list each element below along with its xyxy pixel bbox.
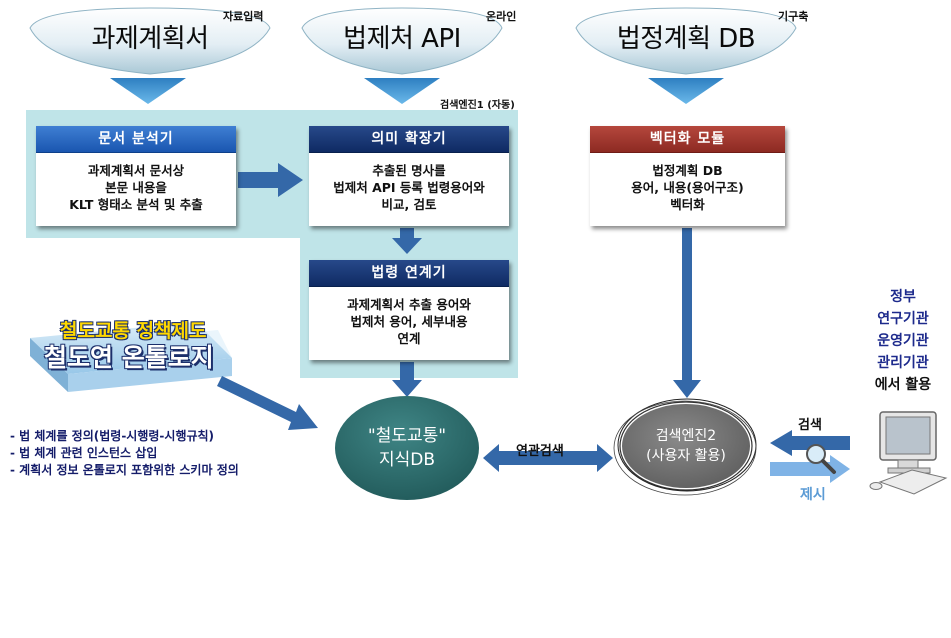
vectorizer-line: 용어, 내용(용어구조) [631,180,744,195]
arrow-vector-to-engine [673,228,701,398]
law-linker-body: 과제계획서 추출 용어와 법제처 용어, 세부내용 연계 [309,287,509,347]
semantic-expander-body: 추출된 명사를 법제처 API 등록 법령용어와 비교, 검토 [309,153,509,213]
semantic-expander-header: 의미 확장기 [309,126,509,153]
vectorizer-box: 벡터화 모듈 법정계획 DB 용어, 내용(용어구조) 벡터화 [590,126,785,226]
engine1-label: 검색엔진1 (자동) [440,100,515,111]
vectorizer-body: 법정계획 DB 용어, 내용(용어구조) 벡터화 [590,153,785,213]
semantic-expander-box: 의미 확장기 추출된 명사를 법제처 API 등록 법령용어와 비교, 검토 [309,126,509,226]
law-linker-line: 과제계획서 추출 용어와 [347,297,471,312]
law-linker-line: 법제처 용어, 세부내용 [350,314,468,329]
cloud-source-1 [29,7,271,104]
knowledge-db-label: "철도교통" 지식DB [340,424,474,472]
law-linker-line: 연계 [397,331,421,346]
vectorizer-line: 벡터화 [670,197,705,212]
related-search-label: 연관검색 [516,444,564,459]
source-title-db: 법정계획 DB [616,24,756,54]
engine2-label: 검색엔진2 (사용자 활용) [626,426,746,466]
knowledge-db-oval [335,396,479,500]
doc-analyzer-body: 과제계획서 문서상 본문 내용을 KLT 형태소 분석 및 추출 [36,153,236,213]
cloud-source-3 [575,7,797,104]
cloud-source-2 [301,7,503,104]
ontology-subtitle: 철도교통 정책제도 [60,320,207,342]
semantic-expander-line: 추출된 명사를 [372,163,446,178]
knowledge-db-line2: 지식DB [378,450,436,470]
doc-analyzer-header: 문서 분석기 [36,126,236,153]
user-group: 연구기관 [877,311,929,327]
semantic-expander-line: 비교, 검토 [381,197,437,212]
source-title-api: 법제처 API [343,24,461,54]
arrow-ontology-to-db [217,376,318,430]
user-group: 운영기관 [877,333,929,349]
source-tag-api: 온라인 [486,10,517,23]
source-tag-db: 기구축 [778,10,809,23]
magnifier-icon [806,444,836,474]
semantic-expander-line: 법제처 API 등록 법령용어와 [333,180,485,195]
engine2-line1: 검색엔진2 [655,428,717,444]
engine2-line2: (사용자 활용) [646,448,726,464]
arrow-linker-to-db [392,362,422,397]
user-group: 정부 [890,289,916,305]
user-suffix: 에서 활용 [874,377,932,393]
arrow-semantic-to-linker [392,228,422,254]
vectorizer-line: 법정계획 DB [652,163,723,178]
search-arrow [770,430,850,456]
arrow-doc-to-semantic [238,163,303,197]
ontology-bullet: - 법 체계를 정의(법령-시행령-시행규칙) [10,429,215,443]
ontology-block [30,322,232,392]
doc-analyzer-line: 과제계획서 문서상 [87,163,185,178]
law-linker-header: 법령 연계기 [309,260,509,287]
law-linker-box: 법령 연계기 과제계획서 추출 용어와 법제처 용어, 세부내용 연계 [309,260,509,360]
computer-icon [869,411,948,495]
doc-analyzer-box: 문서 분석기 과제계획서 문서상 본문 내용을 KLT 형태소 분석 및 추출 [36,126,236,226]
ontology-bullet: - 계획서 정보 온톨로지 포함위한 스키마 정의 [10,463,239,477]
source-tag-plan: 자료입력 [223,10,264,23]
search-label: 검색 [798,418,822,433]
source-title-plan: 과제계획서 [91,24,209,54]
present-label: 제시 [800,487,826,503]
present-arrow [770,455,850,483]
ontology-bullet: - 법 체계 관련 인스턴스 삽입 [10,446,158,460]
vectorizer-header: 벡터화 모듈 [590,126,785,153]
ontology-title: 철도연 온톨로지 [44,343,214,372]
user-groups: 정부 연구기관 운영기관 관리기관 에서 활용 [858,286,948,396]
doc-analyzer-line: KLT 형태소 분석 및 추출 [69,197,203,212]
knowledge-db-line1: "철도교통" [367,426,447,446]
related-search-arrow [483,444,613,472]
doc-analyzer-line: 본문 내용을 [105,180,167,195]
engine2-oval [622,404,750,488]
ontology-bullets: - 법 체계를 정의(법령-시행령-시행규칙) - 법 체계 관련 인스턴스 삽… [10,428,239,479]
user-group: 관리기관 [877,355,929,371]
